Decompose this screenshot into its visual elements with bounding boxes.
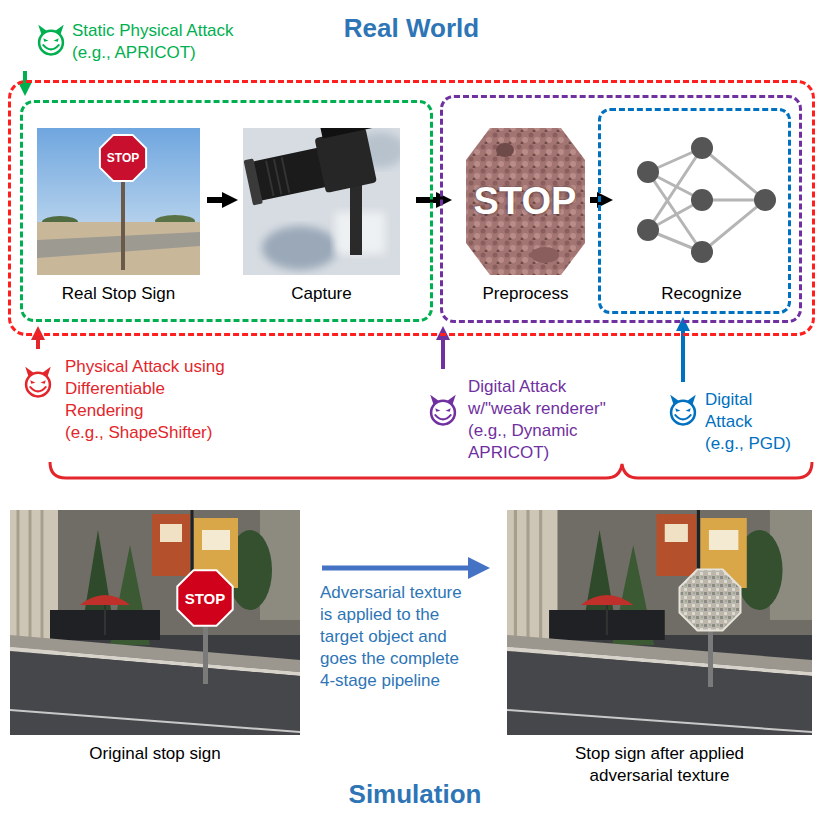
sign-text: STOP xyxy=(177,590,233,607)
figure-caption: Real Stop Sign xyxy=(37,283,200,305)
attack-text: Static Physical Attack xyxy=(72,20,282,42)
label-holder: STOP xyxy=(177,590,233,607)
neural-network xyxy=(691,137,713,159)
arrow-connector xyxy=(322,566,475,571)
camera-photo xyxy=(244,158,263,205)
preprocessed-sign xyxy=(466,128,585,275)
bracket xyxy=(50,462,812,478)
neural-network xyxy=(637,161,659,183)
stop-sign-photo xyxy=(37,232,200,258)
preprocessed-sign xyxy=(531,247,559,263)
attacker-icon xyxy=(670,395,696,425)
simulation-figure: Original stop sign xyxy=(10,510,300,765)
attack-label: Physical Attack using Differentiable Ren… xyxy=(15,352,247,448)
attack-text: Physical Attack using Differentiable Ren… xyxy=(65,356,247,422)
edge-label-holder: Adversarial texture is applied to the ta… xyxy=(320,582,472,692)
arrow-connector xyxy=(416,197,441,203)
figure-caption: Original stop sign xyxy=(10,743,300,765)
attack-label: Digital Attack(e.g., PGD) xyxy=(665,385,798,459)
attack-text: Digital Attack w/"weak renderer" xyxy=(468,376,614,420)
figure-caption: Stop sign after applied adversarial text… xyxy=(560,743,760,787)
sign-text: STOP xyxy=(98,151,148,165)
attacker-icon xyxy=(38,25,64,55)
preprocessed-sign xyxy=(496,143,514,157)
neural-network xyxy=(637,137,776,263)
neural-network xyxy=(637,219,659,241)
stage-region: Real Stop Sign Capture xyxy=(20,100,433,322)
camera-photo xyxy=(262,226,338,270)
arrow-connector xyxy=(36,336,40,349)
simulation-scene xyxy=(10,510,300,735)
camera-photo xyxy=(243,128,400,275)
preprocessed-sign xyxy=(466,128,585,275)
camera-photo xyxy=(350,185,362,255)
simulation-figure: Stop sign after applied adversarial text… xyxy=(507,510,812,787)
stage-figure: Recognize xyxy=(618,128,785,305)
neural-network xyxy=(637,137,776,263)
stop-sign-photo xyxy=(37,128,200,275)
stop-sign-photo xyxy=(37,128,200,275)
label-holder: Simulation xyxy=(315,779,515,809)
figure-caption: Capture xyxy=(243,283,400,305)
preprocessed-sign xyxy=(466,128,585,275)
figure-caption: Preprocess xyxy=(466,283,585,305)
simulation-scene xyxy=(507,510,812,735)
pipeline-region: Real WorldReal Stop SignCapturePreproces… xyxy=(8,80,815,336)
attack-text: (e.g., Dynamic APRICOT) xyxy=(468,420,614,464)
sign-text: STOP xyxy=(466,180,585,222)
stage-region: Recognize xyxy=(598,108,791,314)
attacker-icon xyxy=(25,367,51,397)
neural-network xyxy=(691,189,713,211)
simulation-scene xyxy=(203,624,208,684)
neural-network xyxy=(691,241,713,263)
simulation-scene xyxy=(680,570,741,631)
region-heading: Real World xyxy=(11,13,812,43)
section-heading: Simulation xyxy=(315,779,515,809)
simulation-scene xyxy=(10,510,300,735)
arrow-connector xyxy=(23,71,27,86)
edge-label: Adversarial texture is applied to the ta… xyxy=(320,582,472,692)
simulation-scene xyxy=(507,510,812,735)
simulation-scene xyxy=(708,629,713,687)
attacker-icon xyxy=(430,395,456,425)
stop-sign-photo xyxy=(121,175,125,270)
attack-label: Static Physical Attack(e.g., APRICOT) xyxy=(15,16,282,68)
simulation-scene xyxy=(177,570,232,625)
neural-network xyxy=(648,148,765,252)
label-holder: STOP xyxy=(466,180,585,222)
camera-photo xyxy=(266,157,289,196)
attack-text: (e.g., PGD) xyxy=(705,433,798,455)
neural-network xyxy=(754,189,776,211)
stage-figure: Capture xyxy=(243,128,400,305)
attack-text: (e.g., ShapeShifter) xyxy=(65,422,247,444)
stop-sign-photo xyxy=(37,222,200,275)
camera-photo xyxy=(243,128,393,208)
arrow-connector xyxy=(207,197,227,203)
attack-label: Digital Attack w/"weak renderer"(e.g., D… xyxy=(425,372,614,468)
attack-text: Digital Attack xyxy=(705,389,798,433)
label-holder: STOP xyxy=(98,151,148,165)
figure-caption: Recognize xyxy=(618,283,785,305)
attack-text: (e.g., APRICOT) xyxy=(72,42,282,64)
camera-photo xyxy=(320,128,382,139)
arrow-connector xyxy=(441,336,445,369)
